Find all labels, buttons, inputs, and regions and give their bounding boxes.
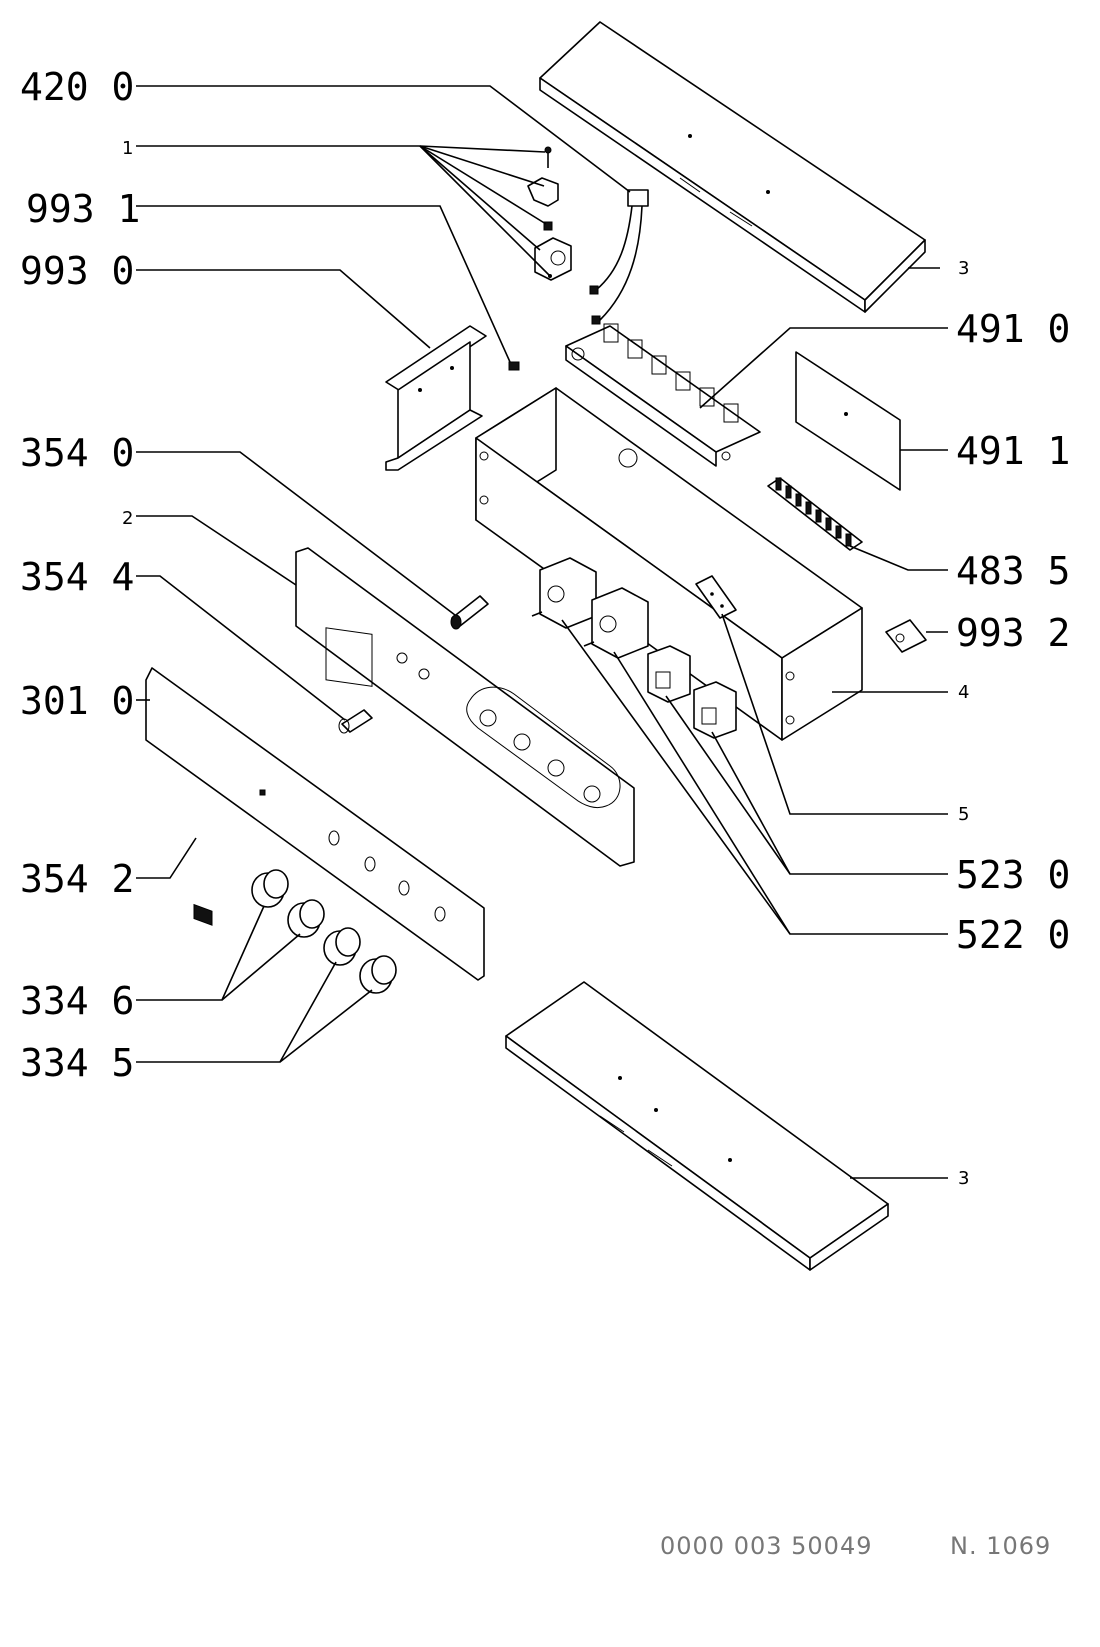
footer-code: 0000 003 50049 [660,1532,873,1560]
label-3-top: 3 [958,258,969,279]
terminal-block [565,323,761,467]
label-993-1: 993 1 [26,187,140,231]
small-bracket [885,619,927,653]
left-part-labels: 420 0 1 993 1 993 0 354 0 2 354 4 301 0 … [20,65,140,1085]
push-switches [647,645,737,739]
label-522-0: 522 0 [956,913,1070,957]
wire-harness [589,189,649,325]
label-523-0: 523 0 [956,853,1070,897]
label-483-5: 483 5 [956,549,1070,593]
label-5: 5 [958,804,969,825]
rotary-switches [531,557,649,659]
label-993-2: 993 2 [956,611,1070,655]
label-334-5: 334 5 [20,1041,134,1085]
bottom-panel [505,981,889,1271]
label-301-0: 301 0 [20,679,134,723]
label-354-0: 354 0 [20,431,134,475]
footer: 0000 003 50049 N. 1069 [660,1532,1051,1560]
screw-bracket-group [527,146,572,281]
panel-clip [193,903,213,926]
label-354-4: 354 4 [20,555,134,599]
angle-bracket [695,575,737,619]
control-knobs [251,869,397,994]
leader-lines [136,85,948,1179]
label-491-0: 491 0 [956,307,1070,351]
label-2: 2 [122,508,133,529]
label-334-6: 334 6 [20,979,134,1023]
right-part-labels: 3 491 0 491 1 483 5 993 2 4 5 523 0 522 … [956,258,1070,1189]
label-1: 1 [122,138,133,159]
fascia-panel [145,667,485,981]
main-chassis [475,387,863,741]
label-420-0: 420 0 [20,65,134,109]
label-491-1: 491 1 [956,429,1070,473]
top-cover-panel [539,21,926,313]
footer-sheet: N. 1069 [950,1532,1051,1560]
control-panel-frame [295,547,635,867]
cover-plate [795,351,901,491]
label-3-bottom: 3 [958,1168,969,1189]
mounting-bracket [385,325,520,471]
terminal-strip [767,477,863,551]
spindle-rods [338,595,489,734]
label-4: 4 [958,682,969,703]
label-354-2: 354 2 [20,857,134,901]
label-993-0: 993 0 [20,249,134,293]
